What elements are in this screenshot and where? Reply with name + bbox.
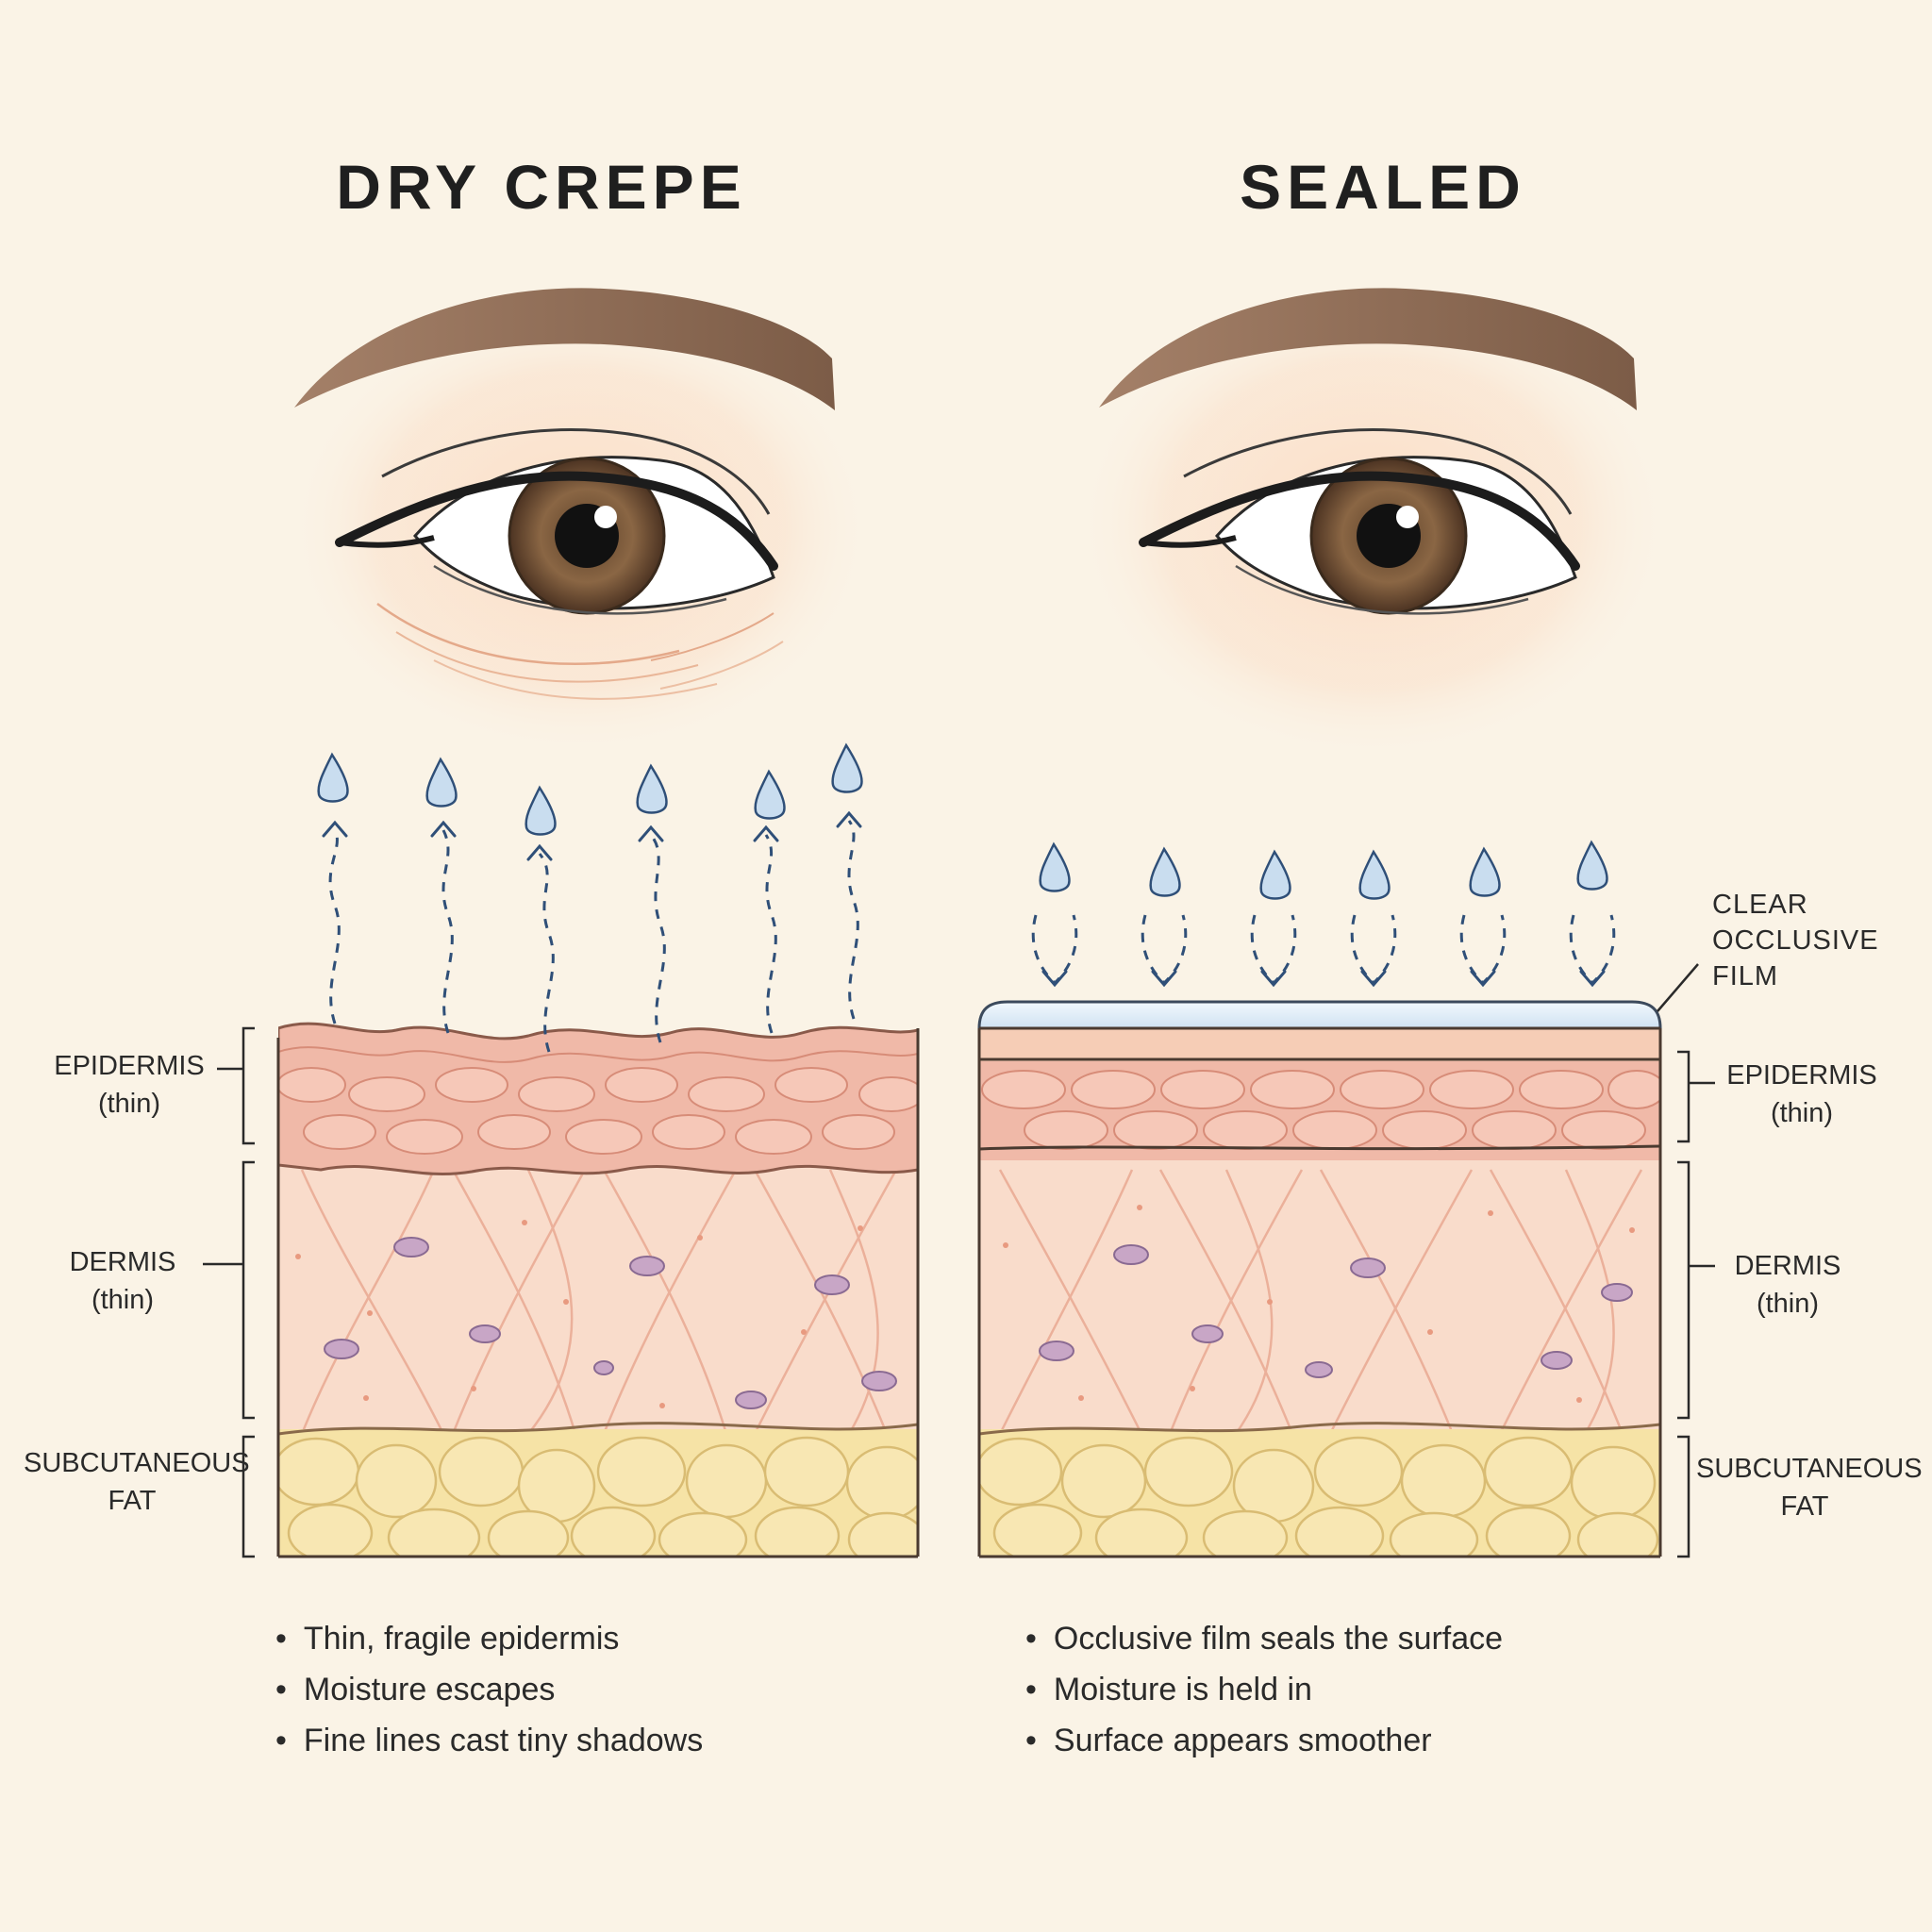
label-text: CLEAR (1712, 890, 1808, 920)
label-text: SUBCUTANEOUS (1696, 1454, 1923, 1484)
label-note: (thin) (1770, 1098, 1834, 1128)
right-skin-cross-section (977, 963, 1699, 1558)
label-note: (thin) (91, 1285, 155, 1315)
label-text: FAT (108, 1486, 157, 1516)
dermis-layer (979, 1160, 1660, 1434)
label-text: OCCLUSIVE (1712, 925, 1879, 956)
eyebrow (1099, 288, 1637, 410)
label-note: (thin) (97, 1089, 161, 1119)
list-item: Fine lines cast tiny shadows (275, 1715, 703, 1766)
dermis-layer (278, 1160, 918, 1434)
panel-title-dry-crepe: DRY CREPE (336, 152, 747, 222)
eyebrow (294, 288, 835, 410)
panel-title-sealed: SEALED (1240, 152, 1526, 222)
label-dermis-left: DERMIS (thin) (14, 1243, 231, 1319)
label-text: EPIDERMIS (54, 1051, 205, 1081)
list-item: Thin, fragile epidermis (275, 1613, 703, 1664)
list-item: Surface appears smoother (1025, 1715, 1503, 1766)
left-skin-cross-section (276, 1022, 920, 1558)
label-epidermis-left: EPIDERMIS (thin) (21, 1047, 238, 1123)
label-note: (thin) (1756, 1289, 1820, 1319)
occlusive-film (977, 1000, 1662, 1030)
escaping-moisture (317, 742, 863, 1053)
label-text: DERMIS (1734, 1251, 1841, 1281)
right-layer-brackets (1677, 1050, 1715, 1558)
label-text: SUBCUTANEOUS (24, 1448, 250, 1478)
right-eye-illustration (1075, 288, 1670, 759)
label-epidermis-right: EPIDERMIS (thin) (1693, 1057, 1910, 1132)
label-text: DERMIS (69, 1247, 176, 1277)
list-item: Occlusive film seals the surface (1025, 1613, 1503, 1664)
label-fat-right: SUBCUTANEOUS FAT (1696, 1450, 1923, 1525)
left-eye-illustration (288, 288, 873, 755)
list-item: Moisture is held in (1025, 1664, 1503, 1715)
list-item: Moisture escapes (275, 1664, 703, 1715)
label-text: FAT (1780, 1491, 1829, 1522)
label-dermis-right: DERMIS (thin) (1679, 1247, 1896, 1323)
label-text: EPIDERMIS (1726, 1060, 1877, 1091)
label-fat-left: SUBCUTANEOUS FAT (24, 1444, 250, 1520)
bullet-list-sealed: Occlusive film seals the surface Moistur… (1025, 1613, 1503, 1766)
left-layer-brackets (203, 1026, 255, 1558)
retained-moisture (1031, 840, 1616, 988)
label-occlusive-film: CLEAR OCCLUSIVE FILM (1712, 887, 1879, 994)
label-text: FILM (1712, 961, 1779, 991)
bullet-list-dry-crepe: Thin, fragile epidermis Moisture escapes… (275, 1613, 703, 1766)
